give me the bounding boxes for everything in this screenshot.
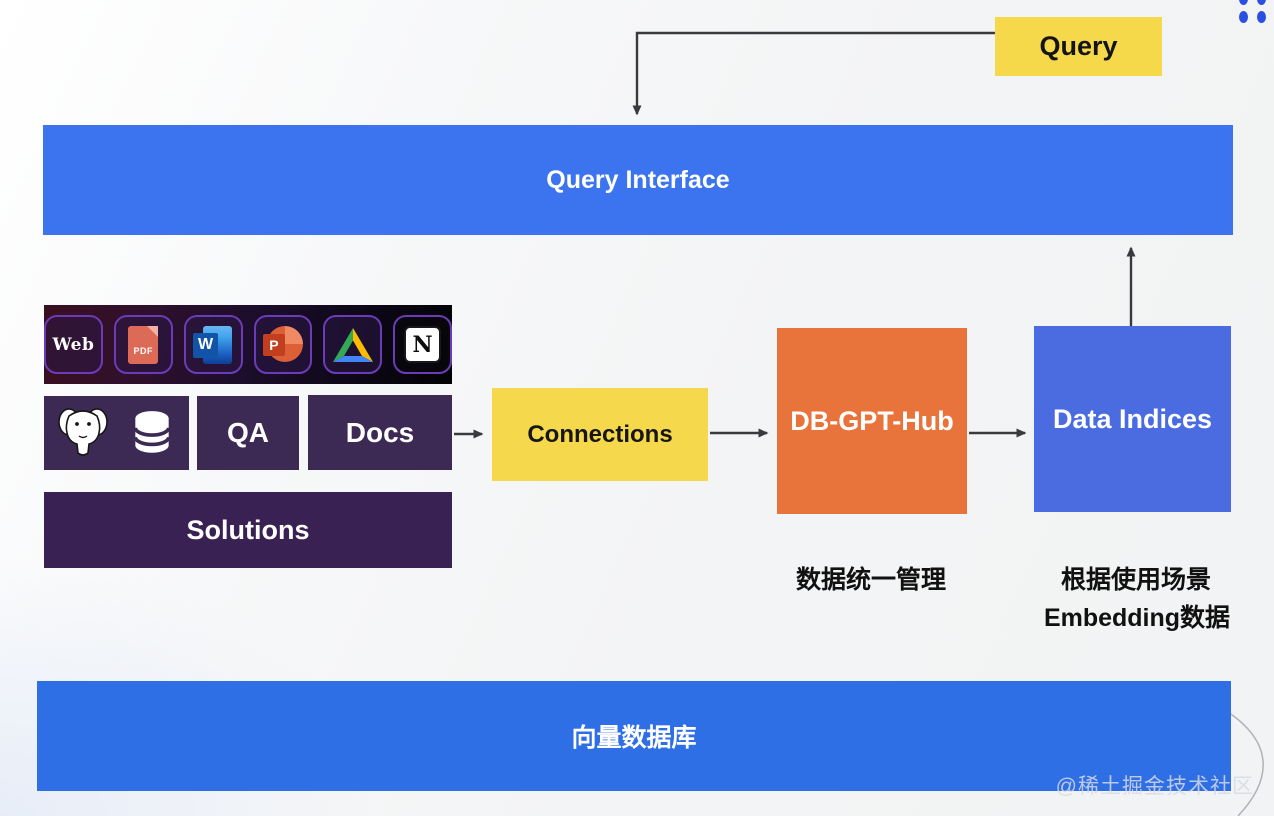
pdf-source-tile: PDF [113, 315, 173, 374]
qa-box: QA [197, 396, 299, 470]
vector-db-label: 向量数据库 [571, 724, 697, 752]
postgresql-elephant-icon [57, 408, 108, 456]
google-drive-icon [332, 327, 373, 362]
solutions-label: Solutions [186, 514, 310, 545]
corner-dot-icon [1257, 11, 1266, 23]
notion-source-tile: N [393, 315, 452, 374]
query-interface-banner: Query Interface [43, 125, 1233, 235]
db-gpt-hub-box: DB-GPT-Hub [777, 328, 967, 514]
web-source-tile: Web [44, 315, 103, 374]
arrow-query-to-interface [632, 31, 995, 116]
database-cylinder-icon [133, 411, 170, 453]
data-sources-strip: Web PDF W P N [44, 305, 452, 384]
qa-label: QA [227, 417, 269, 448]
docs-label: Docs [345, 416, 415, 448]
query-interface-label: Query Interface [546, 165, 730, 194]
connections-box: Connections [492, 388, 708, 481]
data-indices-box: Data Indices [1034, 326, 1231, 512]
query-label: Query [1039, 31, 1118, 61]
query-box: Query [995, 17, 1162, 76]
data-indices-label: Data Indices [1052, 403, 1213, 434]
word-source-tile: W [183, 315, 243, 374]
watermark-arc [1227, 711, 1264, 816]
powerpoint-source-tile: P [253, 315, 313, 374]
powerpoint-icon: P [262, 325, 303, 365]
notion-icon: N [404, 326, 442, 363]
google-drive-source-tile [323, 315, 383, 374]
vector-db-banner: 向量数据库 [37, 681, 1231, 791]
postgres-database-box [44, 396, 189, 470]
watermark-text: @稀土掘金技术社区 [1055, 775, 1254, 798]
corner-dot-icon [1257, 0, 1266, 5]
corner-dot-icon [1239, 11, 1248, 23]
word-icon: W [193, 325, 233, 365]
web-icon: Web [52, 334, 95, 355]
corner-dot-icon [1239, 0, 1248, 5]
indices-caption-line2: Embedding数据 [1043, 604, 1231, 632]
db-gpt-hub-label: DB-GPT-Hub [790, 405, 954, 436]
pdf-icon: PDF [128, 325, 159, 364]
docs-box: Docs [308, 395, 452, 470]
connections-label: Connections [527, 420, 673, 448]
solutions-banner: Solutions [44, 492, 452, 568]
indices-caption-line1: 根据使用场景 [1060, 566, 1211, 594]
hub-caption: 数据统一管理 [795, 566, 946, 594]
